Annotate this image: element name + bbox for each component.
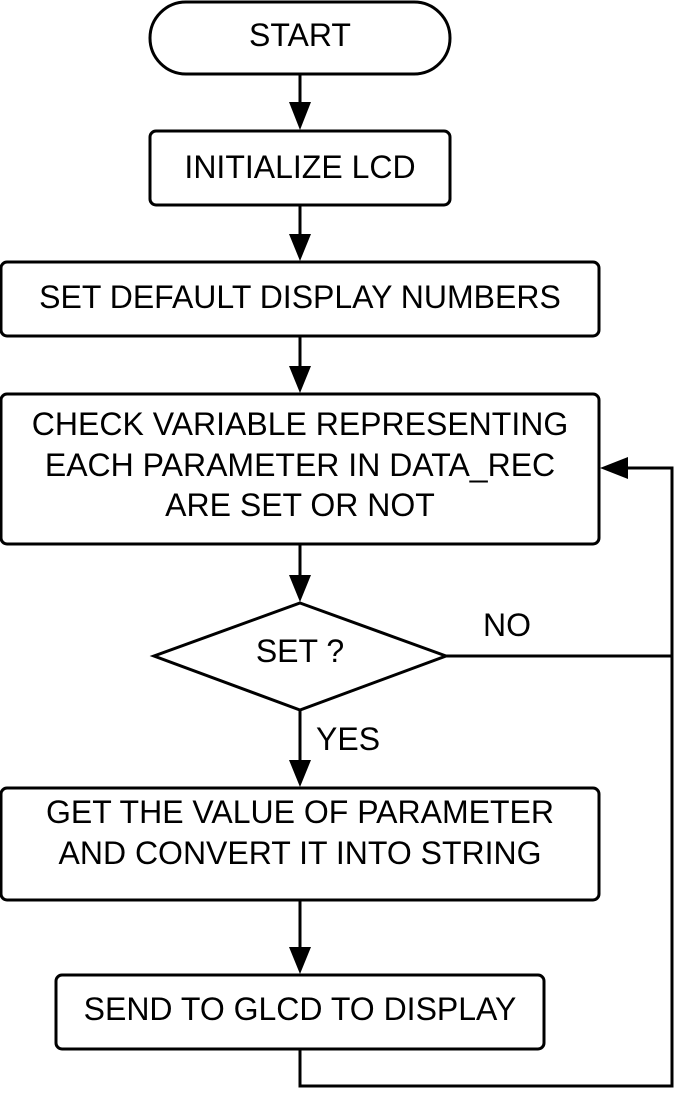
check-variable-node: CHECK VARIABLE REPRESENTING EACH PARAMET…: [0, 392, 601, 546]
edge-init-to-set-default: [289, 205, 311, 261]
edge-label-yes: YES: [316, 721, 380, 757]
set-default-label: SET DEFAULT DISPLAY NUMBERS: [39, 279, 561, 315]
edge-decision-yes-to-get-value: [289, 710, 311, 787]
arrowhead-down-icon: [289, 947, 311, 974]
arrowhead-left-icon: [600, 457, 628, 479]
edge-get-value-to-send: [289, 900, 311, 974]
send-glcd-node: SEND TO GLCD TO DISPLAY: [54, 973, 546, 1051]
arrowhead-down-icon: [289, 760, 311, 787]
check-variable-label-line-2: EACH PARAMETER IN DATA_REC: [45, 447, 555, 483]
set-default-node: SET DEFAULT DISPLAY NUMBERS: [0, 260, 601, 338]
check-variable-label-line-3: ARE SET OR NOT: [165, 487, 435, 523]
edge-line: [446, 466, 674, 658]
arrowhead-down-icon: [289, 234, 311, 261]
edge-decision-no-loop: [446, 457, 674, 658]
edge-label-no: NO: [483, 607, 531, 643]
get-value-label-line-1: GET THE VALUE OF PARAMETER: [46, 794, 554, 830]
initialize-lcd-label: INITIALIZE LCD: [184, 149, 415, 185]
start-label: START: [249, 17, 351, 53]
edge-line: [298, 656, 674, 1088]
edge-send-return-loop: [298, 656, 674, 1088]
get-value-node: GET THE VALUE OF PARAMETER AND CONVERT I…: [0, 786, 601, 902]
check-variable-label-line-1: CHECK VARIABLE REPRESENTING: [32, 406, 568, 442]
send-glcd-label: SEND TO GLCD TO DISPLAY: [84, 991, 517, 1027]
edge-set-default-to-check: [289, 336, 311, 393]
arrowhead-down-icon: [289, 366, 311, 393]
decision-label: SET ?: [256, 633, 344, 669]
start-node: START: [148, 0, 452, 76]
edge-check-to-decision: [289, 544, 311, 602]
decision-node: SET ?: [149, 601, 451, 712]
edge-start-to-init: [289, 74, 311, 130]
get-value-label-line-2: AND CONVERT IT INTO STRING: [58, 835, 541, 871]
initialize-lcd-node: INITIALIZE LCD: [148, 129, 452, 207]
arrowhead-down-icon: [289, 102, 311, 130]
arrowhead-down-icon: [289, 575, 311, 602]
